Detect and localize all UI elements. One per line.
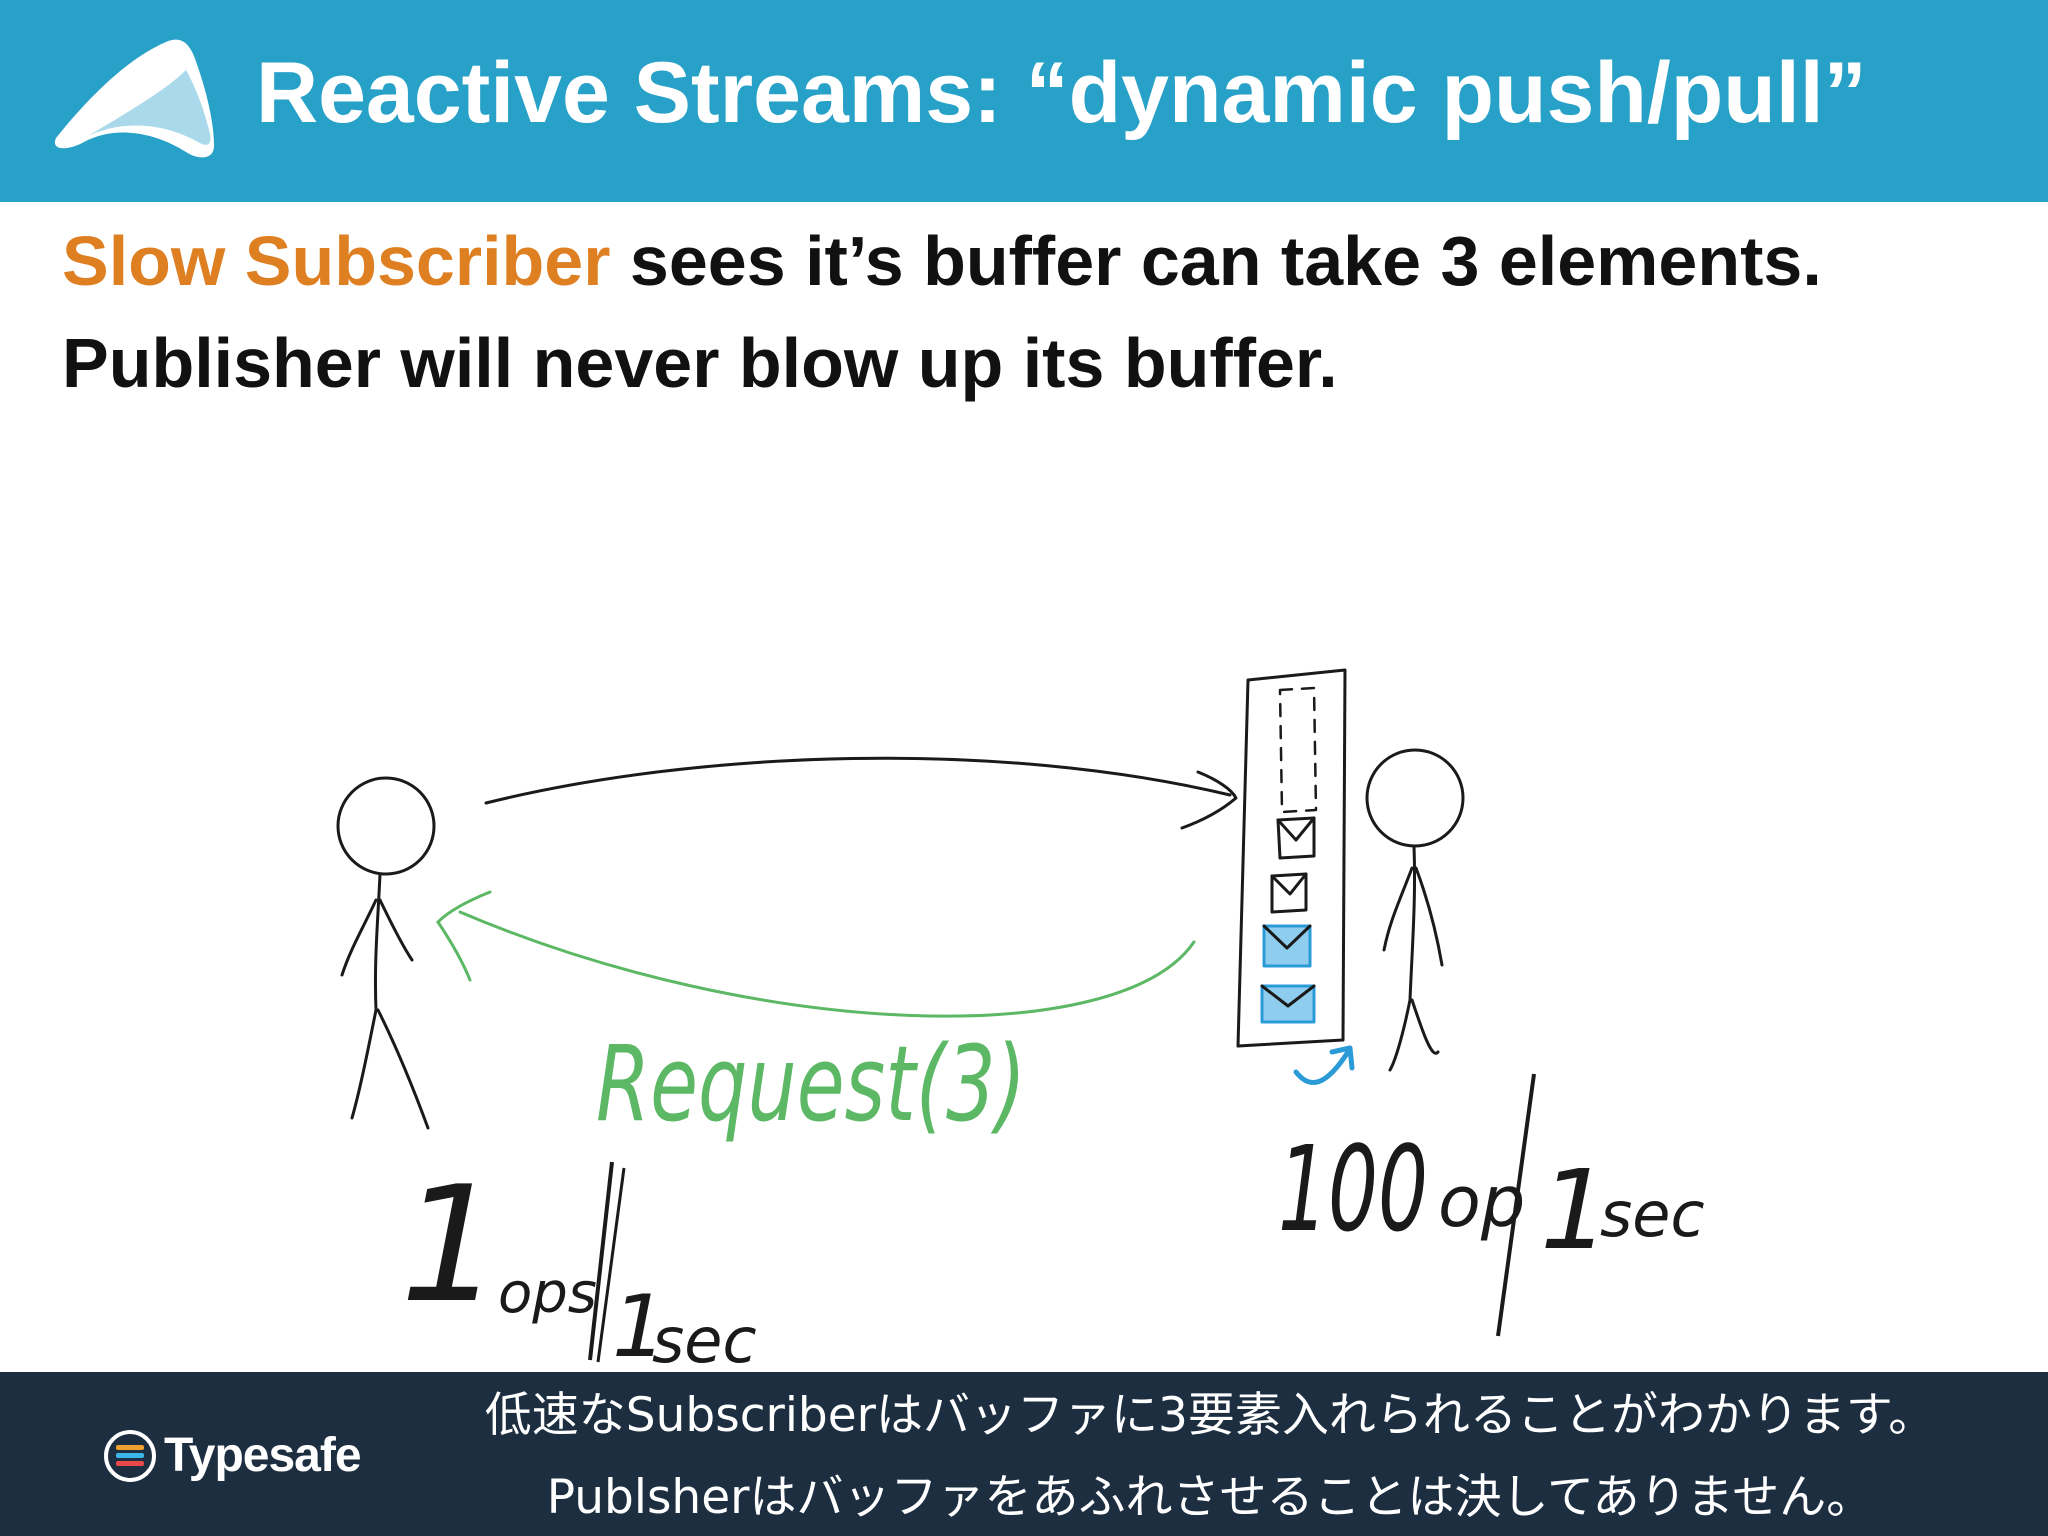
publisher-rate-time: sec bbox=[1600, 1178, 1705, 1251]
data-flow-arrow bbox=[484, 756, 1238, 830]
push-arrow-icon bbox=[1293, 1045, 1355, 1085]
akka-logo-icon bbox=[54, 39, 214, 158]
request-label: Request(3) bbox=[596, 1023, 1026, 1145]
filled-envelope-icon bbox=[1260, 984, 1316, 1024]
publisher-figure bbox=[1365, 748, 1465, 1072]
subtitle-line-1-text: sees it’s buffer can take 3 elements. bbox=[610, 222, 1822, 300]
publisher-rate-per: 1 bbox=[1540, 1146, 1610, 1274]
caption-line-1: 低速なSubscriberはバッファに3要素入れられることがわかります。 bbox=[484, 1388, 1936, 1443]
caption-line-2: Publsherはバッファをあふれさせることは決してありません。 bbox=[546, 1470, 1874, 1525]
typesafe-wordmark: Typesafe bbox=[164, 1429, 362, 1482]
subtitle-line-1: Slow Subscriber sees it’s buffer can tak… bbox=[62, 210, 2022, 312]
slide-title: Reactive Streams: “dynamic push/pull” bbox=[256, 45, 1867, 141]
publisher-rate-count: 100 bbox=[1278, 1120, 1428, 1258]
subscriber-rate-count: 1 bbox=[400, 1151, 502, 1338]
subtitle-line-2: Publisher will never blow up its buffer. bbox=[62, 324, 1338, 402]
subscriber-rate-per: 1 bbox=[612, 1277, 667, 1377]
whiteboard-sketch: Request(3) 1 ops 1 sec 100 op 1 sec bbox=[336, 668, 1705, 1377]
typesafe-brand: Typesafe bbox=[102, 1424, 382, 1488]
slide-subtitle: Slow Subscriber sees it’s buffer can tak… bbox=[62, 210, 2022, 414]
buffer-box bbox=[1236, 668, 1347, 1048]
filled-envelope-icon bbox=[1262, 924, 1312, 968]
envelope-icon bbox=[1270, 872, 1308, 914]
caption-bar: Typesafe 低速なSubscriberはバッファに3要素入れられることがわ… bbox=[0, 1372, 2048, 1536]
publisher-rate-label: 100 op 1 sec bbox=[1278, 1073, 1705, 1337]
request-arrow bbox=[436, 890, 1196, 1018]
slow-subscriber-highlight: Slow Subscriber bbox=[62, 222, 611, 300]
envelope-icon bbox=[1276, 816, 1316, 860]
subscriber-figure bbox=[336, 776, 436, 1130]
typesafe-logo-icon bbox=[104, 1430, 156, 1482]
subscriber-rate-time: sec bbox=[652, 1304, 757, 1377]
subscriber-rate-label: 1 ops 1 sec bbox=[400, 1151, 757, 1377]
subscriber-rate-unit: ops bbox=[498, 1261, 597, 1326]
slide-header: Reactive Streams: “dynamic push/pull” bbox=[0, 0, 2048, 202]
